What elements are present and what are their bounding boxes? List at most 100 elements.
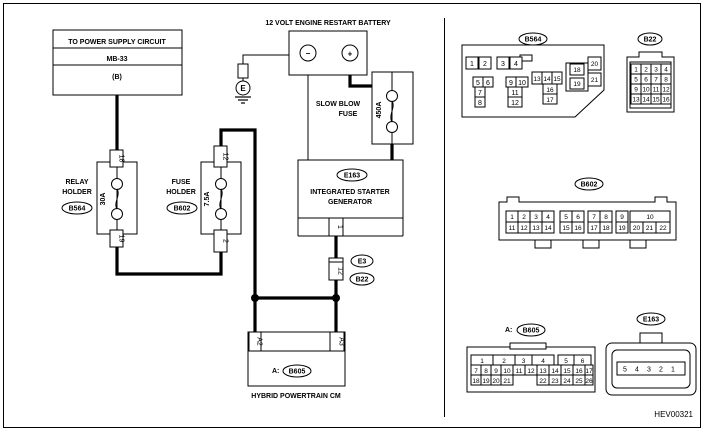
svg-text:5: 5 bbox=[564, 214, 568, 221]
svg-text:2: 2 bbox=[502, 358, 506, 365]
svg-text:3: 3 bbox=[522, 358, 526, 365]
svg-text:12: 12 bbox=[511, 100, 519, 107]
svg-text:10: 10 bbox=[518, 80, 526, 87]
b605-title: B605 bbox=[523, 328, 540, 335]
slow-blow-rating: 450A bbox=[376, 102, 383, 119]
svg-text:22: 22 bbox=[659, 225, 667, 232]
svg-text:6: 6 bbox=[486, 80, 490, 87]
svg-text:2: 2 bbox=[522, 214, 526, 221]
outer-frame bbox=[3, 3, 701, 428]
svg-text:1: 1 bbox=[510, 214, 514, 221]
joint-connector: 12 E3 B22 bbox=[328, 254, 375, 286]
slow-blow-label-2: FUSE bbox=[339, 111, 358, 118]
connector-b605: A: B605 1 2 3 4 5 6 7 8 9 10 11 12 13 14… bbox=[466, 323, 596, 393]
harness-wires bbox=[115, 75, 394, 336]
svg-text:10: 10 bbox=[503, 368, 511, 375]
e163-title: E163 bbox=[643, 317, 659, 324]
svg-text:15: 15 bbox=[562, 225, 570, 232]
battery-negative-terminal bbox=[299, 44, 317, 62]
svg-text:10: 10 bbox=[646, 214, 654, 221]
fuse-pin-bottom: 2 bbox=[222, 239, 229, 243]
svg-text:14: 14 bbox=[543, 76, 551, 83]
isg-pin: 1 bbox=[336, 225, 343, 229]
svg-text:1: 1 bbox=[671, 367, 675, 374]
svg-text:13: 13 bbox=[632, 97, 640, 104]
svg-text:11: 11 bbox=[511, 90, 518, 97]
joint-pin: 12 bbox=[337, 267, 344, 275]
fuse-holder: 12 2 7.5A FUSE HOLDER B602 bbox=[166, 145, 242, 253]
svg-text:3: 3 bbox=[534, 214, 538, 221]
svg-text:13: 13 bbox=[532, 225, 540, 232]
svg-text:1: 1 bbox=[470, 61, 474, 68]
ground-symbol: E bbox=[235, 63, 251, 104]
svg-text:26: 26 bbox=[585, 378, 593, 385]
relay-fuse-rating: 30A bbox=[100, 193, 107, 206]
svg-text:+: + bbox=[348, 50, 353, 59]
svg-text:14: 14 bbox=[551, 368, 559, 375]
b602-title: B602 bbox=[581, 182, 598, 189]
connector-b22: B22 1 2 3 4 5 6 7 8 9 10 11 12 13 14 15 … bbox=[626, 32, 675, 113]
hpcm-pin-a3: A3 bbox=[338, 337, 345, 346]
isg-label-2: GENERATOR bbox=[328, 199, 372, 206]
power-supply-line-code: (B) bbox=[112, 74, 122, 81]
relay-pin-top: 18 bbox=[118, 155, 125, 163]
svg-text:14: 14 bbox=[642, 97, 650, 104]
diagram-code: HEV00321 bbox=[654, 410, 693, 419]
relay-holder-label-1: RELAY bbox=[65, 179, 88, 186]
svg-text:18: 18 bbox=[602, 225, 610, 232]
splice-a3-joint bbox=[332, 294, 340, 302]
hpcm-prefix: A: bbox=[272, 368, 279, 375]
svg-text:7: 7 bbox=[474, 368, 478, 375]
relay-pin-bottom: 19 bbox=[118, 235, 125, 243]
svg-text:19: 19 bbox=[618, 225, 626, 232]
b605-prefix: A: bbox=[505, 327, 512, 334]
svg-text:18: 18 bbox=[573, 67, 581, 74]
joint-connector-b: B22 bbox=[356, 277, 369, 284]
svg-text:17: 17 bbox=[585, 368, 593, 375]
b22-title: B22 bbox=[644, 37, 657, 44]
svg-text:2: 2 bbox=[659, 367, 663, 374]
restart-battery: 12 VOLT ENGINE RESTART BATTERY − + bbox=[265, 20, 391, 76]
svg-text:16: 16 bbox=[575, 368, 583, 375]
integrated-starter-generator: E163 INTEGRATED STARTER GENERATOR 1 bbox=[297, 159, 404, 237]
svg-text:15: 15 bbox=[652, 97, 660, 104]
svg-text:10: 10 bbox=[642, 87, 650, 94]
svg-text:20: 20 bbox=[591, 61, 599, 68]
power-supply-circuit-id: MB-33 bbox=[106, 56, 127, 63]
isg-connector: E163 bbox=[344, 173, 360, 180]
svg-text:5: 5 bbox=[634, 77, 638, 84]
svg-text:9: 9 bbox=[509, 80, 513, 87]
svg-text:7: 7 bbox=[592, 214, 596, 221]
svg-text:17: 17 bbox=[546, 97, 554, 104]
connector-b564: B564 1 2 3 4 5 6 7 8 9 10 11 12 13 14 15… bbox=[461, 32, 605, 118]
svg-text:4: 4 bbox=[664, 67, 668, 74]
power-supply-box: TO POWER SUPPLY CIRCUIT MB-33 (B) bbox=[52, 29, 183, 96]
b605-pin-grid: 1 2 3 4 5 6 7 8 9 10 11 12 13 14 15 16 1… bbox=[470, 354, 594, 386]
battery-positive-terminal bbox=[341, 44, 359, 62]
hpcm-pin-a2: A2 bbox=[256, 337, 263, 346]
relay-holder-connector: B564 bbox=[69, 206, 86, 213]
svg-text:7: 7 bbox=[654, 77, 658, 84]
slow-blow-fuse: 450A SLOW BLOW FUSE bbox=[316, 71, 414, 145]
svg-text:6: 6 bbox=[644, 77, 648, 84]
svg-text:2: 2 bbox=[483, 61, 487, 68]
svg-text:−: − bbox=[306, 49, 311, 58]
b564-title: B564 bbox=[525, 37, 542, 44]
battery-title: 12 VOLT ENGINE RESTART BATTERY bbox=[265, 20, 391, 27]
svg-text:11: 11 bbox=[516, 368, 523, 375]
svg-text:23: 23 bbox=[551, 378, 559, 385]
ground-label: E bbox=[240, 84, 246, 93]
svg-text:15: 15 bbox=[553, 76, 561, 83]
relay-holder-label-2: HOLDER bbox=[62, 189, 92, 196]
svg-text:20: 20 bbox=[633, 225, 641, 232]
svg-text:13: 13 bbox=[533, 76, 541, 83]
svg-text:25: 25 bbox=[575, 378, 583, 385]
svg-text:5: 5 bbox=[623, 367, 627, 374]
svg-text:3: 3 bbox=[647, 367, 651, 374]
hpcm-connector: B605 bbox=[289, 369, 306, 376]
svg-text:9: 9 bbox=[620, 214, 624, 221]
hpcm-label: HYBRID POWERTRAIN CM bbox=[251, 393, 341, 400]
relay-holder: 18 19 30A RELAY HOLDER B564 bbox=[61, 149, 138, 248]
svg-text:5: 5 bbox=[476, 80, 480, 87]
